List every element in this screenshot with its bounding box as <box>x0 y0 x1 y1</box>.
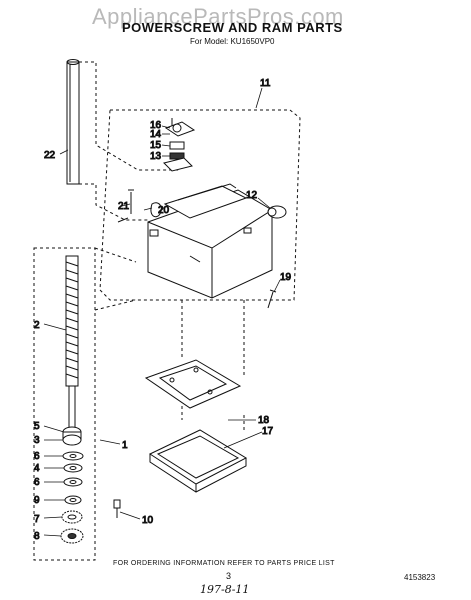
part-11-assembly-outline <box>99 109 301 301</box>
handwritten-code: 197-8-11 <box>200 583 250 596</box>
callout-21: 21 <box>118 201 130 212</box>
page-number: 3 <box>226 571 232 581</box>
callout-leader-lines <box>43 87 281 537</box>
part-10-screw <box>113 499 121 518</box>
part-19-screw <box>267 289 277 309</box>
part-2-powerscrew <box>65 255 79 429</box>
callout-20: 20 <box>158 205 170 216</box>
document-id: 4153823 <box>404 573 436 582</box>
parts-3-9-washer-stack <box>60 426 84 544</box>
callout-11: 11 <box>260 78 271 89</box>
callout-17: 17 <box>262 426 274 437</box>
model-subtitle: For Model: KU1650VP0 <box>190 37 275 46</box>
callout-22: 22 <box>44 150 56 161</box>
callout-14: 14 <box>150 129 162 140</box>
callout-16: 16 <box>150 120 162 131</box>
part-1-assembly-outline <box>33 247 96 561</box>
parts-13-16-bearing-stack <box>163 118 196 172</box>
callout-7: 7 <box>34 514 40 525</box>
callout-10: 10 <box>142 515 154 526</box>
ordering-info-note: FOR ORDERING INFORMATION REFER TO PARTS … <box>113 560 335 567</box>
callout-3: 3 <box>34 435 40 446</box>
callout-2: 2 <box>34 320 40 331</box>
callout-9: 9 <box>34 495 40 506</box>
callout-1: 1 <box>122 440 128 451</box>
watermark: AppliancePartsPros.com <box>92 4 344 29</box>
alignment-guides <box>181 300 245 430</box>
callout-15: 15 <box>150 140 162 151</box>
part-17-tray <box>148 429 248 493</box>
diagram-title: POWERSCREW AND RAM PARTS <box>122 20 343 35</box>
part-18-plate <box>144 359 242 409</box>
callout-5: 5 <box>34 421 40 432</box>
part-22-dashed-guides <box>79 61 180 221</box>
callout-12: 12 <box>246 190 258 201</box>
part-22-rod <box>66 59 80 185</box>
parts-20-21-screw-clip <box>117 189 162 223</box>
callout-6a: 6 <box>34 451 40 462</box>
callout-18: 18 <box>258 415 270 426</box>
callout-8: 8 <box>34 531 40 542</box>
callout-6b: 6 <box>34 477 40 488</box>
callout-13: 13 <box>150 151 162 162</box>
callout-19: 19 <box>280 272 292 283</box>
ram-housing-block <box>147 183 273 299</box>
part-12-knob <box>267 205 287 219</box>
callout-4: 4 <box>34 463 40 474</box>
